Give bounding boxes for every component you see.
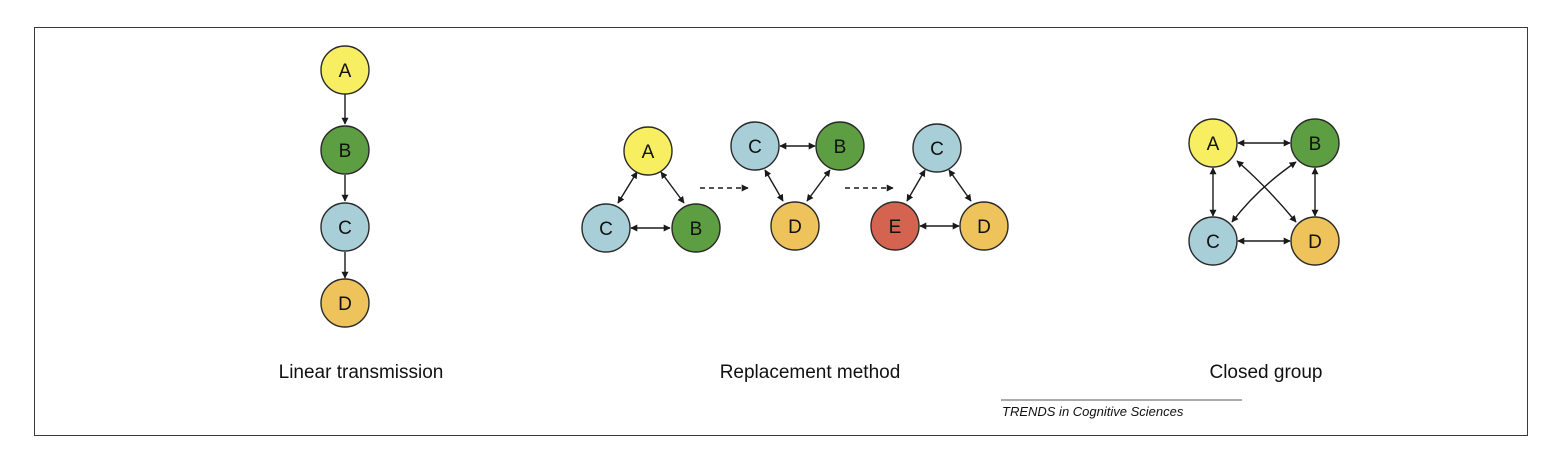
node-label: B — [834, 137, 847, 158]
node-label: B — [690, 219, 703, 240]
node-circle — [320, 45, 370, 95]
closed-node-c: C — [1188, 216, 1238, 266]
node-label: C — [930, 139, 944, 160]
replacement-stage1-node-b: B — [671, 203, 721, 253]
node-circle — [770, 201, 820, 251]
node-circle — [320, 278, 370, 328]
replacement-stage1-node-a: A — [623, 126, 673, 176]
node-circle — [1290, 216, 1340, 266]
linear-node-a: A — [320, 45, 370, 95]
node-circle — [1188, 118, 1238, 168]
arrow-r1-a-b — [660, 171, 685, 204]
closed-group-panel: A B C D Closed group — [1188, 118, 1340, 383]
node-label: B — [339, 141, 352, 162]
node-circle — [1188, 216, 1238, 266]
linear-node-d: D — [320, 278, 370, 328]
closed-node-d: D — [1290, 216, 1340, 266]
replacement-stage3-node-d: D — [959, 201, 1009, 251]
node-label: D — [338, 294, 352, 315]
arrow-r2-c-d — [764, 169, 784, 202]
arrow-r1-a-c — [617, 171, 638, 204]
node-label: C — [338, 218, 352, 239]
node-circle — [959, 201, 1009, 251]
arrow-r3-c-e — [906, 169, 926, 202]
node-label: E — [889, 217, 902, 238]
node-label: C — [748, 137, 762, 158]
node-label: A — [1207, 134, 1220, 155]
node-circle — [870, 201, 920, 251]
replacement-caption: Replacement method — [720, 362, 901, 383]
node-circle — [815, 121, 865, 171]
node-circle — [671, 203, 721, 253]
node-label: D — [1308, 232, 1322, 253]
node-label: B — [1309, 134, 1322, 155]
linear-node-b: B — [320, 125, 370, 175]
replacement-stage2-node-d: D — [770, 201, 820, 251]
node-circle — [912, 123, 962, 173]
closed-node-a: A — [1188, 118, 1238, 168]
linear-node-c: C — [320, 202, 370, 252]
node-label: A — [339, 61, 352, 82]
closed-caption: Closed group — [1209, 362, 1322, 383]
replacement-method-panel: A C B C B D — [581, 121, 1009, 383]
node-circle — [320, 202, 370, 252]
replacement-stage2-node-b: B — [815, 121, 865, 171]
node-label: A — [642, 142, 655, 163]
replacement-stage1-node-c: C — [581, 203, 631, 253]
arrow-cg-b-c — [1231, 161, 1297, 223]
node-label: D — [977, 217, 991, 238]
linear-transmission-panel: A B C D Linear transmission — [279, 45, 444, 383]
arrow-cg-a-d — [1236, 160, 1297, 223]
node-label: D — [788, 217, 802, 238]
journal-credit: TRENDS in Cognitive Sciences — [1001, 399, 1242, 419]
closed-node-b: B — [1290, 118, 1340, 168]
node-circle — [730, 121, 780, 171]
linear-caption: Linear transmission — [279, 362, 444, 383]
node-circle — [623, 126, 673, 176]
replacement-stage2-node-c: C — [730, 121, 780, 171]
node-label: C — [599, 219, 613, 240]
node-circle — [320, 125, 370, 175]
credit-text: TRENDS in Cognitive Sciences — [1002, 404, 1184, 419]
node-label: C — [1206, 232, 1220, 253]
node-circle — [581, 203, 631, 253]
replacement-stage3-node-e: E — [870, 201, 920, 251]
node-circle — [1290, 118, 1340, 168]
replacement-stage3-node-c: C — [912, 123, 962, 173]
arrow-r3-c-d — [948, 169, 972, 202]
arrow-r2-b-d — [806, 169, 831, 202]
